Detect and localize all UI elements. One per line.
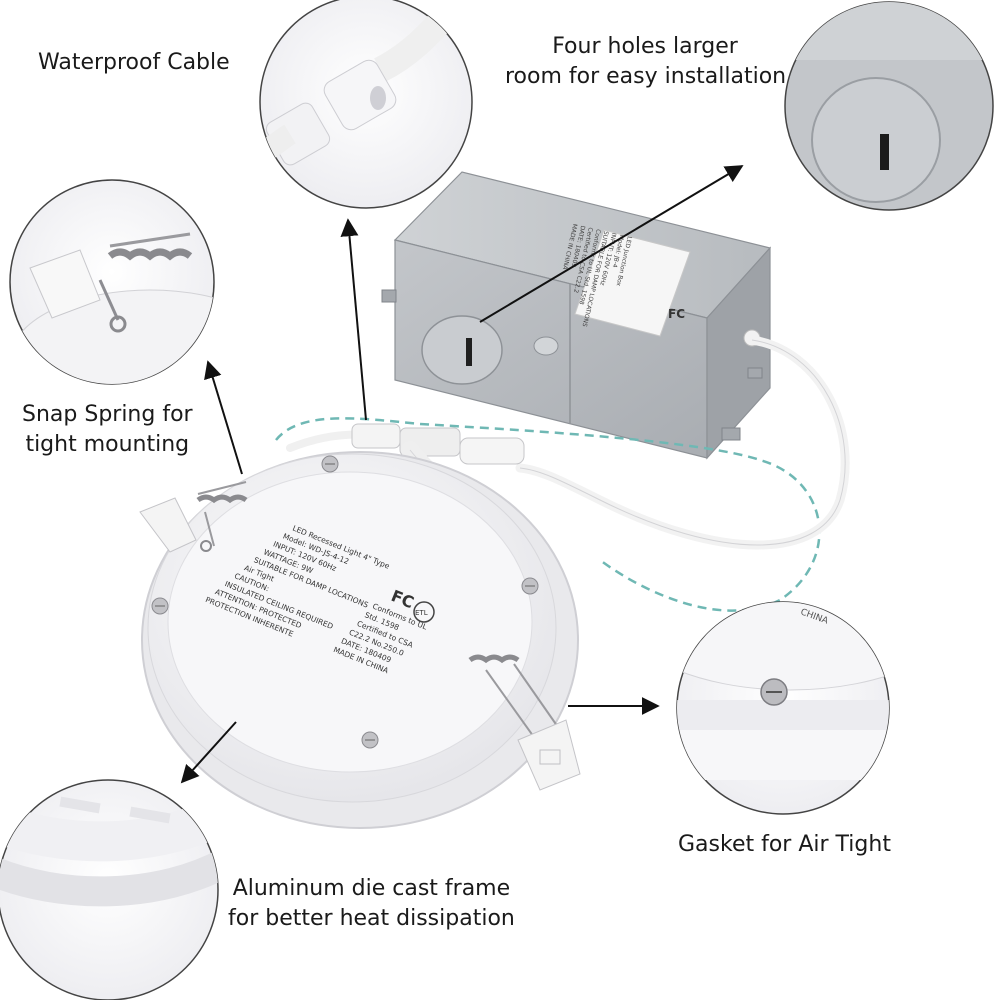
- inset-gasket: CHINA: [676, 601, 890, 815]
- label-aluminum-frame: Aluminum die cast frame for better heat …: [228, 874, 515, 934]
- junction-box: LED Junction Box Model: JB-4 INPUT: 120V…: [381, 171, 772, 460]
- label-waterproof-cable: Waterproof Cable: [38, 48, 230, 78]
- screw-icon: [151, 455, 539, 749]
- fc-mark: FC: [668, 307, 685, 321]
- label-line: Four holes larger: [552, 34, 738, 59]
- inset-aluminum-frame: [0, 779, 219, 1001]
- label-line: Snap Spring for: [22, 402, 193, 427]
- label-line: tight mounting: [25, 432, 190, 457]
- label-line: Waterproof Cable: [38, 50, 230, 75]
- etl-mark: ETL: [415, 609, 428, 617]
- label-snap-spring: Snap Spring for tight mounting: [22, 400, 193, 460]
- dashed-cable-route: [275, 417, 821, 612]
- inset-snap-spring: [9, 179, 215, 385]
- inset-four-holes: [784, 1, 994, 211]
- label-line: room for easy installation: [505, 64, 787, 89]
- label-gasket: Gasket for Air Tight: [678, 830, 891, 860]
- label-four-holes: Four holes larger room for easy installa…: [505, 32, 787, 92]
- callout-arrows: [180, 165, 744, 784]
- led-panel: LED Recessed Light 4" Type Model: WD-JS-…: [139, 451, 581, 829]
- label-line: Gasket for Air Tight: [678, 832, 891, 857]
- inset-waterproof-cable: [259, 0, 473, 209]
- label-line: for better heat dissipation: [228, 906, 515, 931]
- etl-mark-icon: ETL: [413, 601, 435, 623]
- snap-spring-left: [139, 481, 248, 553]
- label-line: Aluminum die cast frame: [232, 876, 511, 901]
- snap-spring-right: [468, 654, 581, 791]
